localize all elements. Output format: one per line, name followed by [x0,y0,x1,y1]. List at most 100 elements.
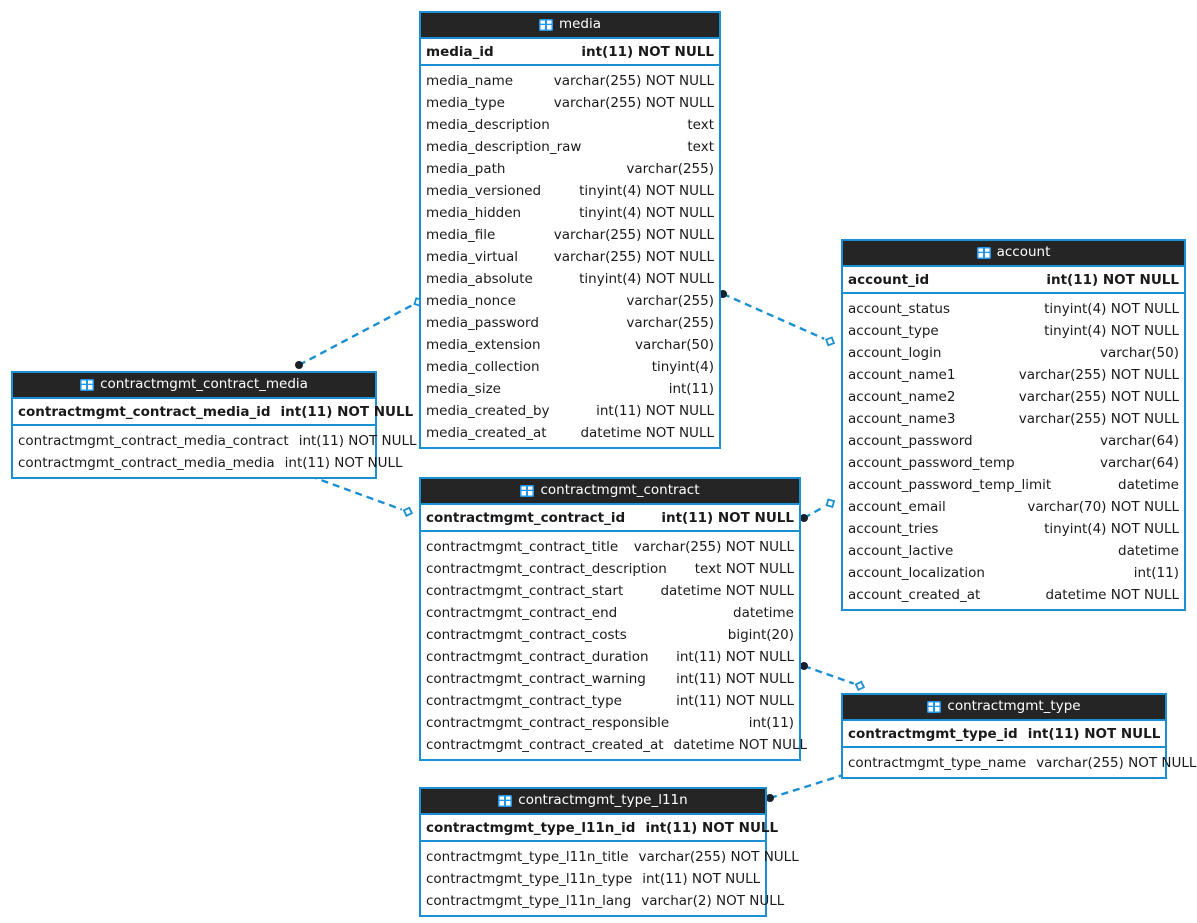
field-type: varchar(255) NOT NULL [553,249,714,265]
field-name: account_type [848,323,939,339]
field-name: contractmgmt_contract_type [426,693,622,709]
field-type: int(11) NOT NULL [1046,271,1179,288]
field-type: varchar(255) [626,293,714,309]
entity-media[interactable]: media media_id int(11) NOT NULL media_na… [419,11,721,449]
field-type: varchar(255) [626,315,714,331]
field-name: media_absolute [426,271,533,287]
field-name: contractmgmt_contract_media_contract [18,433,289,449]
relationship-rel-contract-account [800,498,836,522]
entity-header-contractmgmt-contract-media: contractmgmt_contract_media [13,373,375,399]
field-type: varchar(255) NOT NULL [1018,411,1179,427]
field-type: bigint(20) [727,627,794,643]
field-type: tinyint(4) NOT NULL [1044,521,1179,537]
entity-field-row: media_password varchar(255) [421,312,719,334]
entity-contractmgmt-type-l11n[interactable]: contractmgmt_type_l11n contractmgmt_type… [419,787,799,917]
field-type: varchar(50) [634,337,714,353]
field-name: account_tries [848,521,939,537]
field-type: text [687,139,714,155]
field-name: contractmgmt_contract_responsible [426,715,670,731]
field-name: account_name2 [848,389,956,405]
field-type: varchar(255) NOT NULL [1036,755,1197,771]
field-type: varchar(255) NOT NULL [553,227,714,243]
field-name: contractmgmt_contract_media_media [18,455,275,471]
field-name: media_created_by [426,403,550,419]
field-type: tinyint(4) NOT NULL [579,183,714,199]
field-type: tinyint(4) NOT NULL [579,271,714,287]
field-name: contractmgmt_contract_description [426,561,667,577]
relationship-endpoint-diamond [825,336,836,347]
field-name: account_password_temp [848,455,1015,471]
field-name: account_login [848,345,942,361]
field-name: media_password [426,315,539,331]
entity-title: media [558,16,602,33]
field-type: int(11) NOT NULL [298,433,417,449]
table-icon [976,247,991,259]
field-name: account_name3 [848,411,956,427]
relationship-endpoint-dot [295,361,303,369]
field-type: varchar(64) [1099,433,1179,449]
field-name: contractmgmt_contract_end [426,605,618,621]
relationship-line [803,664,855,685]
field-name: media_file [426,227,496,243]
field-type: int(11) NOT NULL [284,455,403,471]
entity-title: account [996,244,1051,261]
field-type: int(11) NOT NULL [645,819,779,836]
entity-contractmgmt-contract[interactable]: contractmgmt_contract contractmgmt_contr… [419,477,807,761]
field-name: contractmgmt_type_id [848,725,1018,742]
entity-primary-key-row: contractmgmt_contract_id int(11) NOT NUL… [421,505,799,532]
field-type: varchar(50) [1099,345,1179,361]
field-type: text NOT NULL [694,561,794,577]
entity-header-media: media [421,13,719,39]
entity-field-row: contractmgmt_contract_description text NO… [421,558,799,580]
entity-contractmgmt-contract-media[interactable]: contractmgmt_contract_media contractmgmt… [11,371,417,479]
relationship-line [769,773,844,800]
entity-title: contractmgmt_type_l11n [518,792,688,809]
entity-title: contractmgmt_type [947,698,1081,715]
field-type: int(11) NOT NULL [661,509,794,526]
table-icon [80,379,95,391]
entity-header-account: account [843,241,1184,267]
field-type: datetime [1118,477,1179,493]
entity-primary-key-row: contractmgmt_type_id int(11) NOT NULL [843,721,1165,748]
field-type: varchar(255) [626,161,714,177]
field-type: int(11) NOT NULL [581,43,714,60]
field-name: account_password [848,433,973,449]
field-type: int(11) [748,715,794,731]
field-name: contractmgmt_contract_warning [426,671,646,687]
field-type: datetime NOT NULL [580,425,714,441]
field-type: datetime NOT NULL [673,737,808,753]
field-type: tinyint(4) NOT NULL [1044,301,1179,317]
relationship-endpoint-dot [800,662,808,670]
entity-field-row: media_file varchar(255) NOT NULL [421,224,719,246]
field-name: account_id [848,271,930,288]
relationship-line [298,304,414,367]
field-type: datetime NOT NULL [660,583,794,599]
entity-account[interactable]: account account_id int(11) NOT NULL acco… [841,239,1186,611]
field-name: media_nonce [426,293,516,309]
relationship-rel-contract-type [800,662,866,692]
field-name: contractmgmt_type_l11n_type [426,871,633,887]
entity-primary-key-row: media_id int(11) NOT NULL [421,39,719,66]
field-name: contractmgmt_type_l11n_lang [426,893,632,909]
entity-contractmgmt-type[interactable]: contractmgmt_type contractmgmt_type_id i… [841,693,1196,779]
